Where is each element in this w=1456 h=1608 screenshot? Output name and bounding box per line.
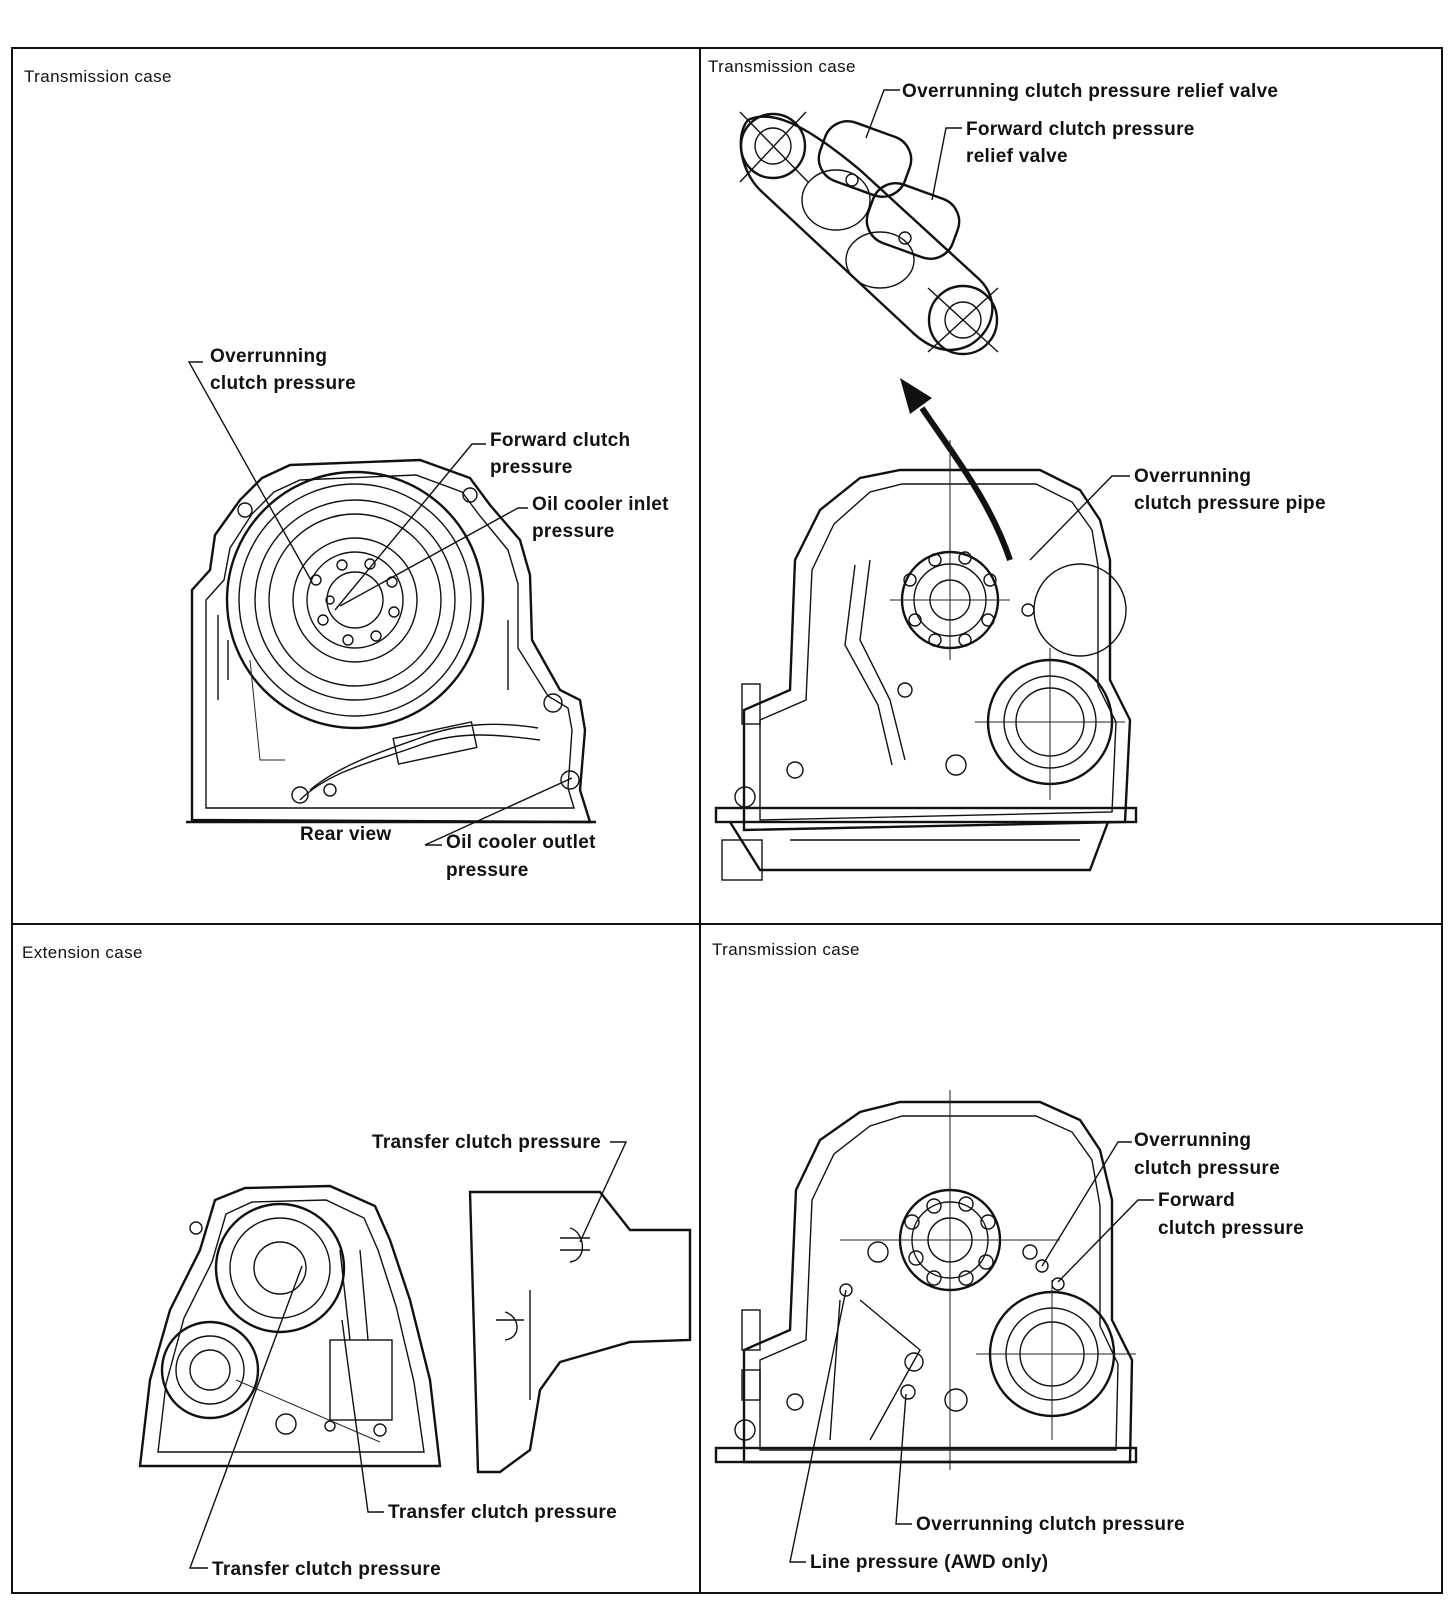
label-forward-clutch-pressure-relief-valve-2: relief valve — [966, 146, 1068, 167]
label-forward-clutch-pressure: Forward clutch — [490, 430, 630, 451]
extension-case-front-drawing — [138, 1184, 442, 1468]
label-forward-clutch-pressure: Forward — [1158, 1190, 1235, 1211]
relief-valve-assembly-drawing — [739, 111, 999, 356]
leader-lines — [789, 1141, 1154, 1563]
panel-title: Extension case — [22, 943, 143, 962]
label-rear-view: Rear view — [300, 824, 391, 845]
label-forward-clutch-pressure-2: pressure — [490, 457, 573, 478]
arrow-head-icon — [900, 378, 932, 414]
label-overrunning-clutch-pressure-bottom: Overrunning clutch pressure — [916, 1514, 1185, 1535]
label-overrunning-clutch-pressure-2: clutch pressure — [1134, 1158, 1280, 1179]
panel-bottom-right: Transmission case — [712, 940, 1304, 1573]
label-overrunning-clutch-pressure: Overrunning — [1134, 1130, 1251, 1151]
label-transfer-clutch-pressure-mid: Transfer clutch pressure — [388, 1502, 617, 1523]
panel-top-right: Transmission case — [708, 57, 1326, 881]
transmission-case-rear-view-drawing — [186, 458, 596, 824]
label-line-pressure-awd-only: Line pressure (AWD only) — [810, 1552, 1048, 1573]
leader-lines — [187, 361, 573, 846]
panel-bottom-left: Extension case — [22, 943, 692, 1580]
label-overrunning-clutch-pressure-relief-valve: Overrunning clutch pressure relief valve — [902, 81, 1278, 102]
panel-title: Transmission case — [708, 57, 856, 76]
label-transfer-clutch-pressure: Transfer clutch pressure — [372, 1132, 601, 1153]
leader-lines — [865, 89, 1130, 561]
port-holes — [904, 1196, 996, 1286]
transmission-case-drawing — [714, 440, 1138, 881]
label-overrunning-clutch-pressure-2: clutch pressure — [210, 373, 356, 394]
label-transfer-clutch-pressure-bottom: Transfer clutch pressure — [212, 1559, 441, 1580]
panel-title: Transmission case — [24, 67, 172, 86]
label-oil-cooler-inlet-pressure: Oil cooler inlet — [532, 494, 669, 515]
leader-lines — [188, 1141, 628, 1569]
label-forward-clutch-pressure-relief-valve: Forward clutch pressure — [966, 119, 1195, 140]
label-overrunning-clutch-pressure-pipe-2: clutch pressure pipe — [1134, 493, 1326, 514]
label-oil-cooler-outlet-pressure-2: pressure — [446, 860, 529, 881]
label-forward-clutch-pressure-2: clutch pressure — [1158, 1218, 1304, 1239]
label-oil-cooler-inlet-pressure-2: pressure — [532, 521, 615, 542]
panel-top-left: Transmission case — [24, 67, 669, 881]
label-overrunning-clutch-pressure: Overrunning — [210, 346, 327, 367]
transmission-case-front-drawing — [714, 1090, 1138, 1470]
label-overrunning-clutch-pressure-pipe: Overrunning — [1134, 466, 1251, 487]
extension-case-side-drawing — [468, 1190, 692, 1474]
panel-grid — [11, 47, 1443, 1594]
port-holes — [903, 551, 997, 647]
panel-title: Transmission case — [712, 940, 860, 959]
label-oil-cooler-outlet-pressure: Oil cooler outlet — [446, 832, 596, 853]
direction-arrow — [919, 406, 1013, 561]
